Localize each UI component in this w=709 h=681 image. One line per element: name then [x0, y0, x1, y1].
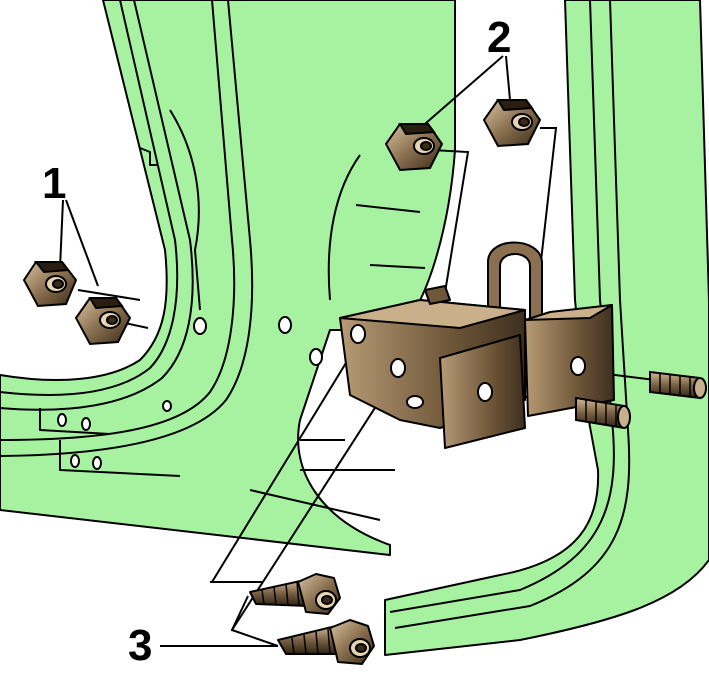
panel-hole: [81, 417, 91, 431]
hinge-leaf-top: [524, 304, 613, 321]
nut-icon: [384, 123, 444, 172]
callout-1: 1: [42, 159, 67, 208]
pillar-flange-4: [0, 0, 254, 457]
nut-icon: [22, 261, 78, 308]
hidden-line-bolt1: [211, 339, 361, 583]
hinge-hole: [406, 395, 424, 409]
panel-hole: [309, 348, 323, 366]
bolt-icon: [249, 573, 341, 615]
leader-1b: [65, 199, 99, 287]
door-pillar-panel: [0, 0, 456, 556]
pillar-sill-c: [249, 489, 381, 521]
panel-hole: [70, 454, 80, 468]
pillar-contour-c: [369, 264, 426, 269]
pillar-flange-1: [0, 0, 179, 396]
panel-hole: [162, 400, 172, 412]
hidden-line-nut1: [77, 289, 141, 301]
nut-icon: [74, 297, 132, 346]
door-frame-edge-2: [394, 0, 631, 629]
panel-hole: [57, 413, 67, 427]
panel-hole: [193, 317, 207, 335]
leader-2b: [505, 55, 511, 101]
callout-2: 2: [487, 13, 512, 62]
pillar-contour-a: [327, 154, 361, 301]
hinge-leaf: [524, 304, 615, 417]
hinge-icon: [339, 241, 615, 449]
pillar-flange-3: [0, 0, 236, 441]
hinge-body-top: [339, 299, 526, 329]
door-frame-panel: [384, 0, 709, 656]
hinge-tab: [424, 285, 451, 305]
hidden-line-nut4: [539, 127, 558, 271]
pillar-step: [139, 147, 158, 166]
hinge-pin-icon: [649, 370, 707, 400]
hinge-hole: [477, 382, 493, 402]
pillar-sill-a: [39, 408, 111, 435]
pillar-sill-b: [59, 440, 181, 477]
callout-3: 3: [128, 621, 153, 670]
leader-lines: [59, 55, 656, 647]
hinge-pin-icon: [575, 396, 631, 430]
leader-1a: [59, 199, 64, 269]
pillar-flange-2: [0, 0, 194, 411]
hinge-hole: [390, 358, 406, 378]
door-frame-edge-1: [389, 0, 615, 613]
hidden-line-bolt3: [231, 371, 399, 631]
hinge-hole: [570, 356, 586, 376]
hinge-hole: [350, 324, 366, 344]
panel-hole: [278, 316, 292, 334]
pillar-inner-recess: [169, 109, 201, 311]
nut-icon: [482, 99, 542, 148]
bolt-icon: [277, 619, 375, 665]
panel-hole: [92, 456, 102, 470]
pillar-contour-b: [355, 204, 421, 213]
pillar-outer: [0, 0, 456, 556]
leader-2a: [417, 55, 504, 131]
